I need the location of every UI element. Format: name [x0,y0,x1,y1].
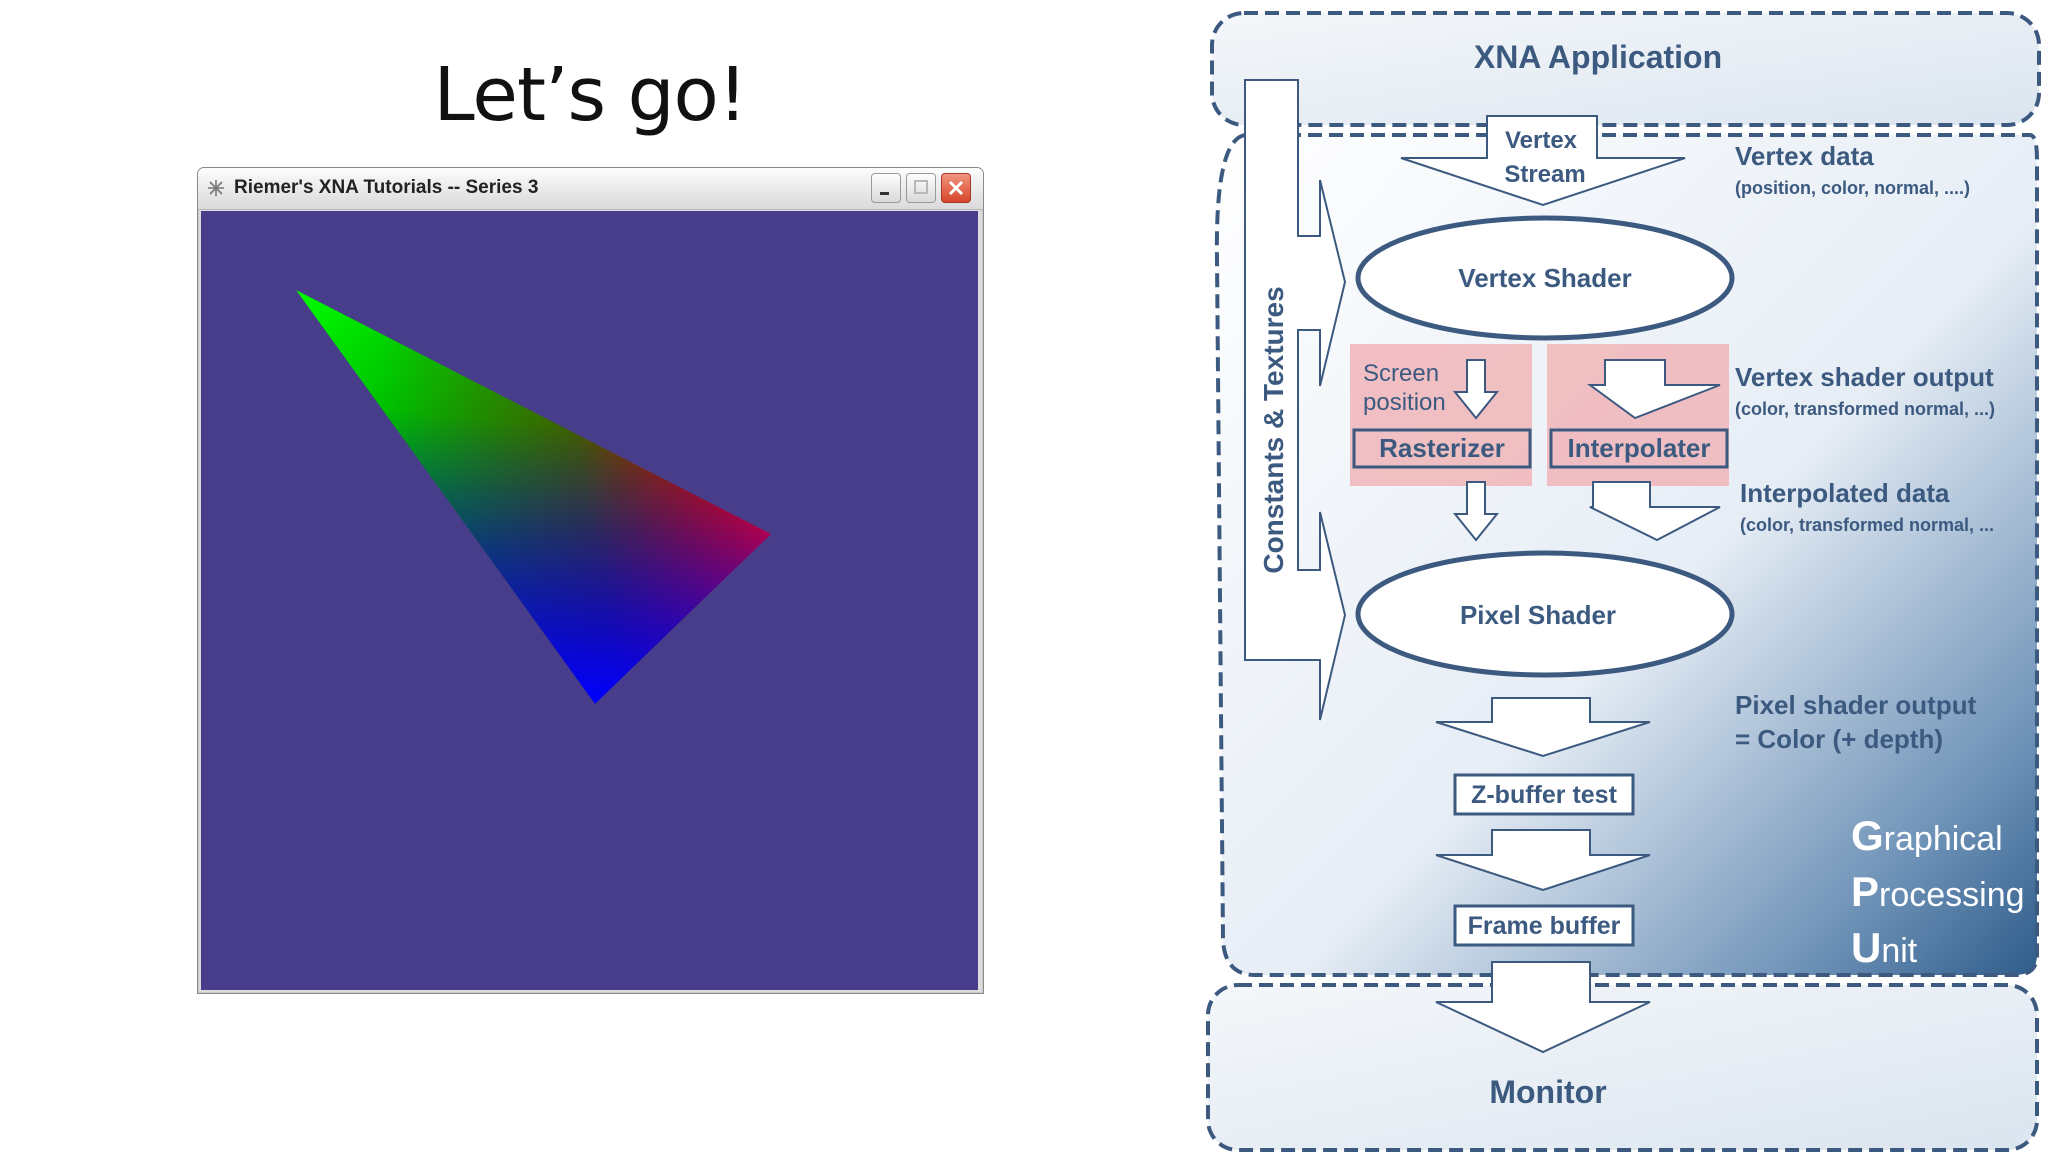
pixel-shader-output-label-1: Pixel shader output [1735,690,1977,720]
monitor-box [1206,983,2039,1152]
render-viewport[interactable] [201,211,978,990]
pixel-shader-output-label-2: = Color (+ depth) [1735,724,1943,754]
xna-pipeline-diagram: XNA Application Monitor Constants & Text… [1206,11,2041,1152]
minimize-button[interactable] [871,173,901,203]
monitor-label: Monitor [1489,1074,1606,1110]
app-icon [208,180,224,196]
interpolater-output-arrow [1589,481,1721,542]
gpu-word-unit: nit [1881,932,1917,970]
maximize-icon [914,180,928,194]
vertex-stream-label-1: Vertex [1505,127,1578,154]
close-icon [948,180,964,196]
vertex-data-sublabel: (position, color, normal, ....) [1735,178,1970,198]
close-button[interactable] [941,173,971,203]
frame-buffer-output-arrow [1435,961,1651,1054]
gpu-word-processing: rocessing [1879,876,2025,914]
gpu-label-line-1: Graphical [1851,812,2003,859]
screen-position-label-2: position [1363,389,1446,416]
window-title: Riemer's XNA Tutorials -- Series 3 [234,177,539,198]
interpolater-input-arrow [1586,359,1721,420]
pixel-output-arrow [1435,697,1651,758]
zbuffer-test-label: Z-buffer test [1471,781,1618,809]
constants-textures-bar [1244,79,1347,721]
vertex-shader-output-sublabel: (color, transformed normal, ...) [1735,399,1995,419]
interpolated-data-label: Interpolated data [1740,478,1950,508]
rasterizer-box [1352,428,1532,469]
zbuffer-output-arrow [1435,829,1651,892]
vertex-shader-output-label: Vertex shader output [1735,362,1994,392]
constants-textures-label: Constants & Textures [1258,286,1289,573]
rendered-triangle [296,290,771,704]
screen-position-arrow [1452,359,1500,420]
vertex-stream-arrow [1400,115,1686,207]
gpu-initial-g: G [1851,812,1884,859]
vertex-shader-label: Vertex Shader [1458,263,1631,293]
rasterizer-highlight [1350,344,1532,486]
maximize-button[interactable] [906,173,936,203]
xna-demo-window: Riemer's XNA Tutorials -- Series 3 [197,167,984,994]
vertex-stream-label-2: Stream [1504,161,1585,188]
frame-buffer-box [1453,904,1635,947]
window-titlebar[interactable]: Riemer's XNA Tutorials -- Series 3 [198,168,983,210]
interpolater-label: Interpolater [1567,433,1710,463]
frame-buffer-label: Frame buffer [1468,912,1621,940]
interpolater-box [1549,428,1729,469]
gpu-label-line-2: Processing [1851,868,2025,915]
gpu-initial-u: U [1851,924,1881,971]
zbuffer-test-box [1453,773,1635,816]
vertex-data-label: Vertex data [1735,141,1874,171]
minimize-icon [880,192,889,195]
gpu-word-graphical: raphical [1884,820,2003,858]
slide-title: Let’s go! [433,52,748,138]
vertex-shader-node [1355,215,1735,341]
xna-application-box [1210,11,2041,127]
interpolated-data-sublabel: (color, transformed normal, ... [1740,515,1994,535]
screen-position-label-1: Screen [1363,360,1439,387]
gpu-label-line-3: Unit [1851,924,1918,971]
rasterizer-output-arrow [1452,481,1500,542]
pixel-shader-label: Pixel Shader [1460,600,1616,630]
xna-application-label: XNA Application [1474,39,1722,75]
gpu-initial-p: P [1851,868,1879,915]
rasterizer-label: Rasterizer [1379,433,1505,463]
pixel-shader-node [1355,550,1735,678]
